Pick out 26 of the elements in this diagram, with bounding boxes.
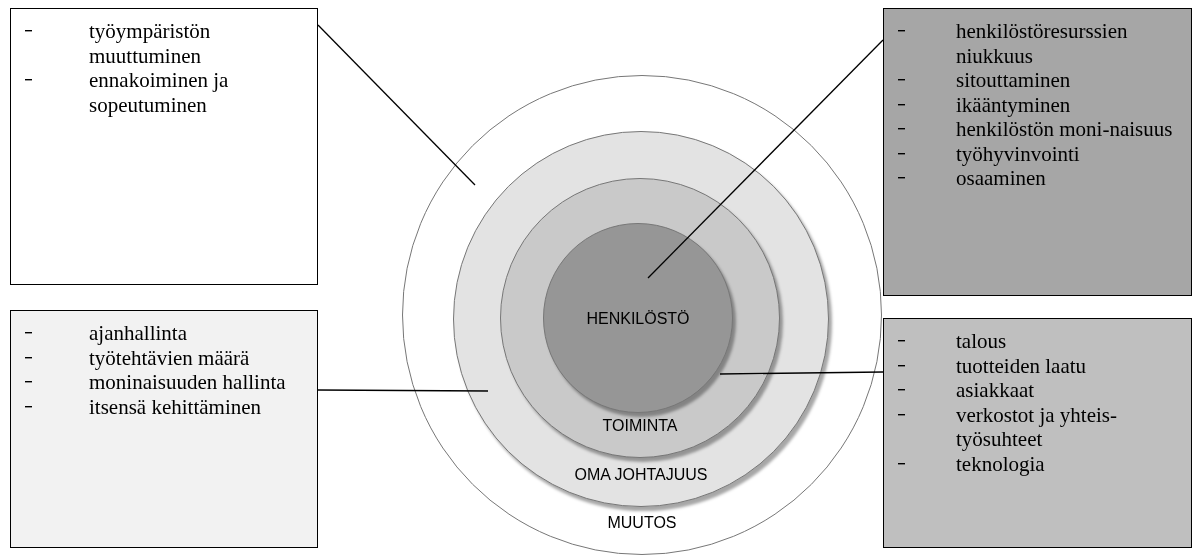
list-item: ikääntyminen [956, 92, 1072, 117]
list-item: osaaminen [956, 166, 1047, 191]
leader-line [719, 371, 884, 375]
list-item: työtehtävien määrä [89, 345, 251, 370]
text-box [10, 310, 318, 548]
list-item: talous [956, 329, 1008, 354]
list-item: ajanhallinta [89, 321, 188, 346]
list-item: asiakkaat [956, 378, 1036, 403]
list-item: itsensä kehittäminen [89, 394, 263, 419]
circle-label: HENKILÖSTÖ [586, 310, 690, 328]
text-box [10, 8, 318, 285]
leader-line [647, 39, 884, 279]
circle-label: TOIMINTA [602, 417, 678, 435]
list-item: sitouttaminen [956, 68, 1072, 93]
list-item: teknologia [956, 451, 1046, 476]
text-box [883, 318, 1192, 548]
list-item: tuotteiden laatu [956, 353, 1088, 378]
list-item: ennakoiminen ja sopeutuminen [89, 68, 230, 117]
leader-line [317, 24, 476, 186]
list-item: moninaisuuden hallinta [89, 370, 287, 395]
list-item: henkilöstön moni-naisuus [956, 117, 1174, 142]
list-item: työhyvinvointi [956, 141, 1081, 166]
circle-label: OMA JOHTAJUUS [574, 466, 708, 484]
leader-line [317, 389, 489, 392]
text-box [883, 8, 1192, 296]
circle-label: MUUTOS [607, 514, 677, 532]
